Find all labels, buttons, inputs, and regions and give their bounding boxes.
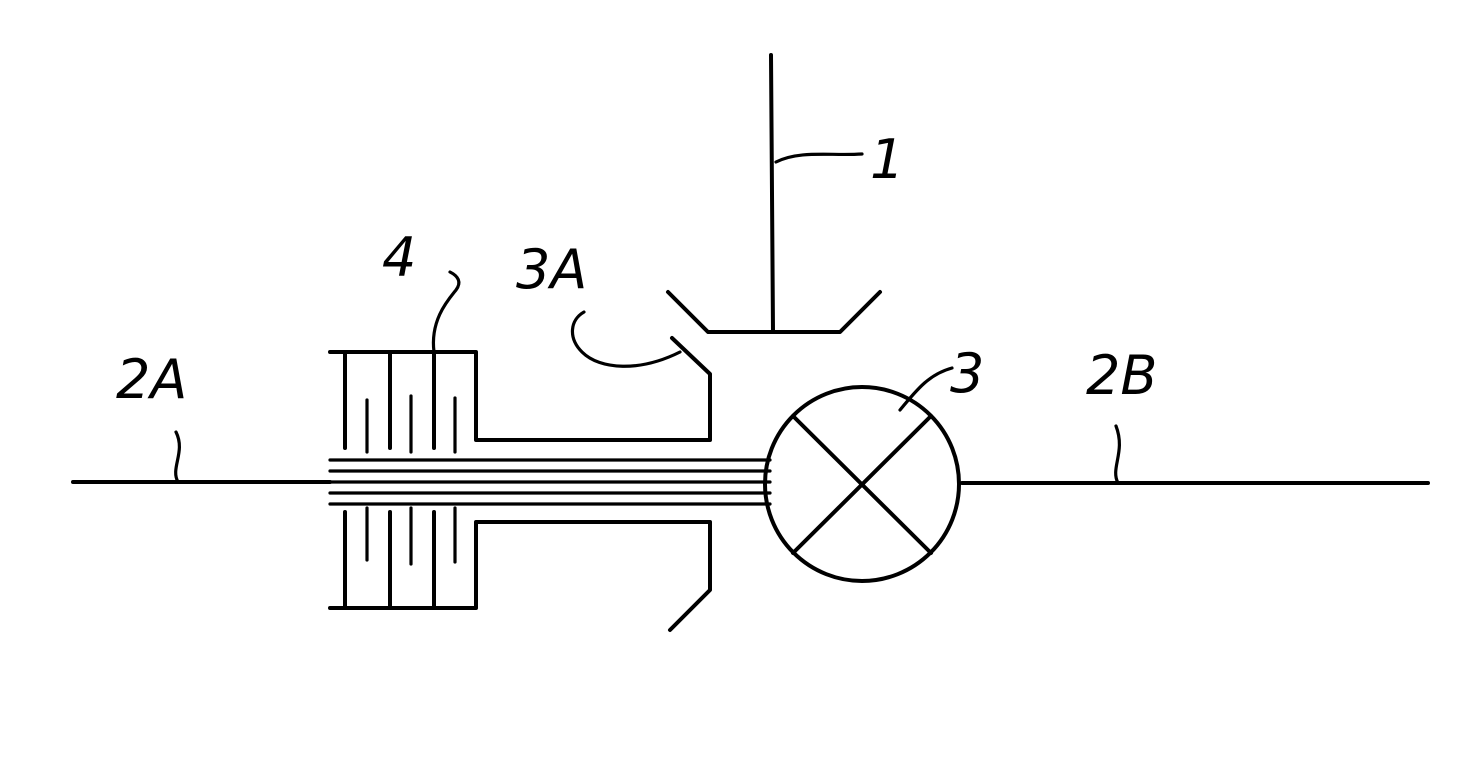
plate-stack-4	[330, 338, 710, 630]
label-2b: 2B	[1086, 344, 1157, 407]
label-1: 1	[870, 128, 904, 191]
shaft-1	[668, 55, 880, 332]
leader-lines	[176, 154, 1120, 483]
channel-lines	[330, 460, 770, 504]
junction-3	[765, 387, 959, 581]
label-3: 3	[950, 342, 984, 405]
label-4: 4	[382, 226, 416, 289]
reference-labels: 1 4 3A 3 2A 2B	[116, 128, 1157, 411]
label-2a: 2A	[116, 348, 187, 411]
label-3a: 3A	[516, 238, 587, 301]
